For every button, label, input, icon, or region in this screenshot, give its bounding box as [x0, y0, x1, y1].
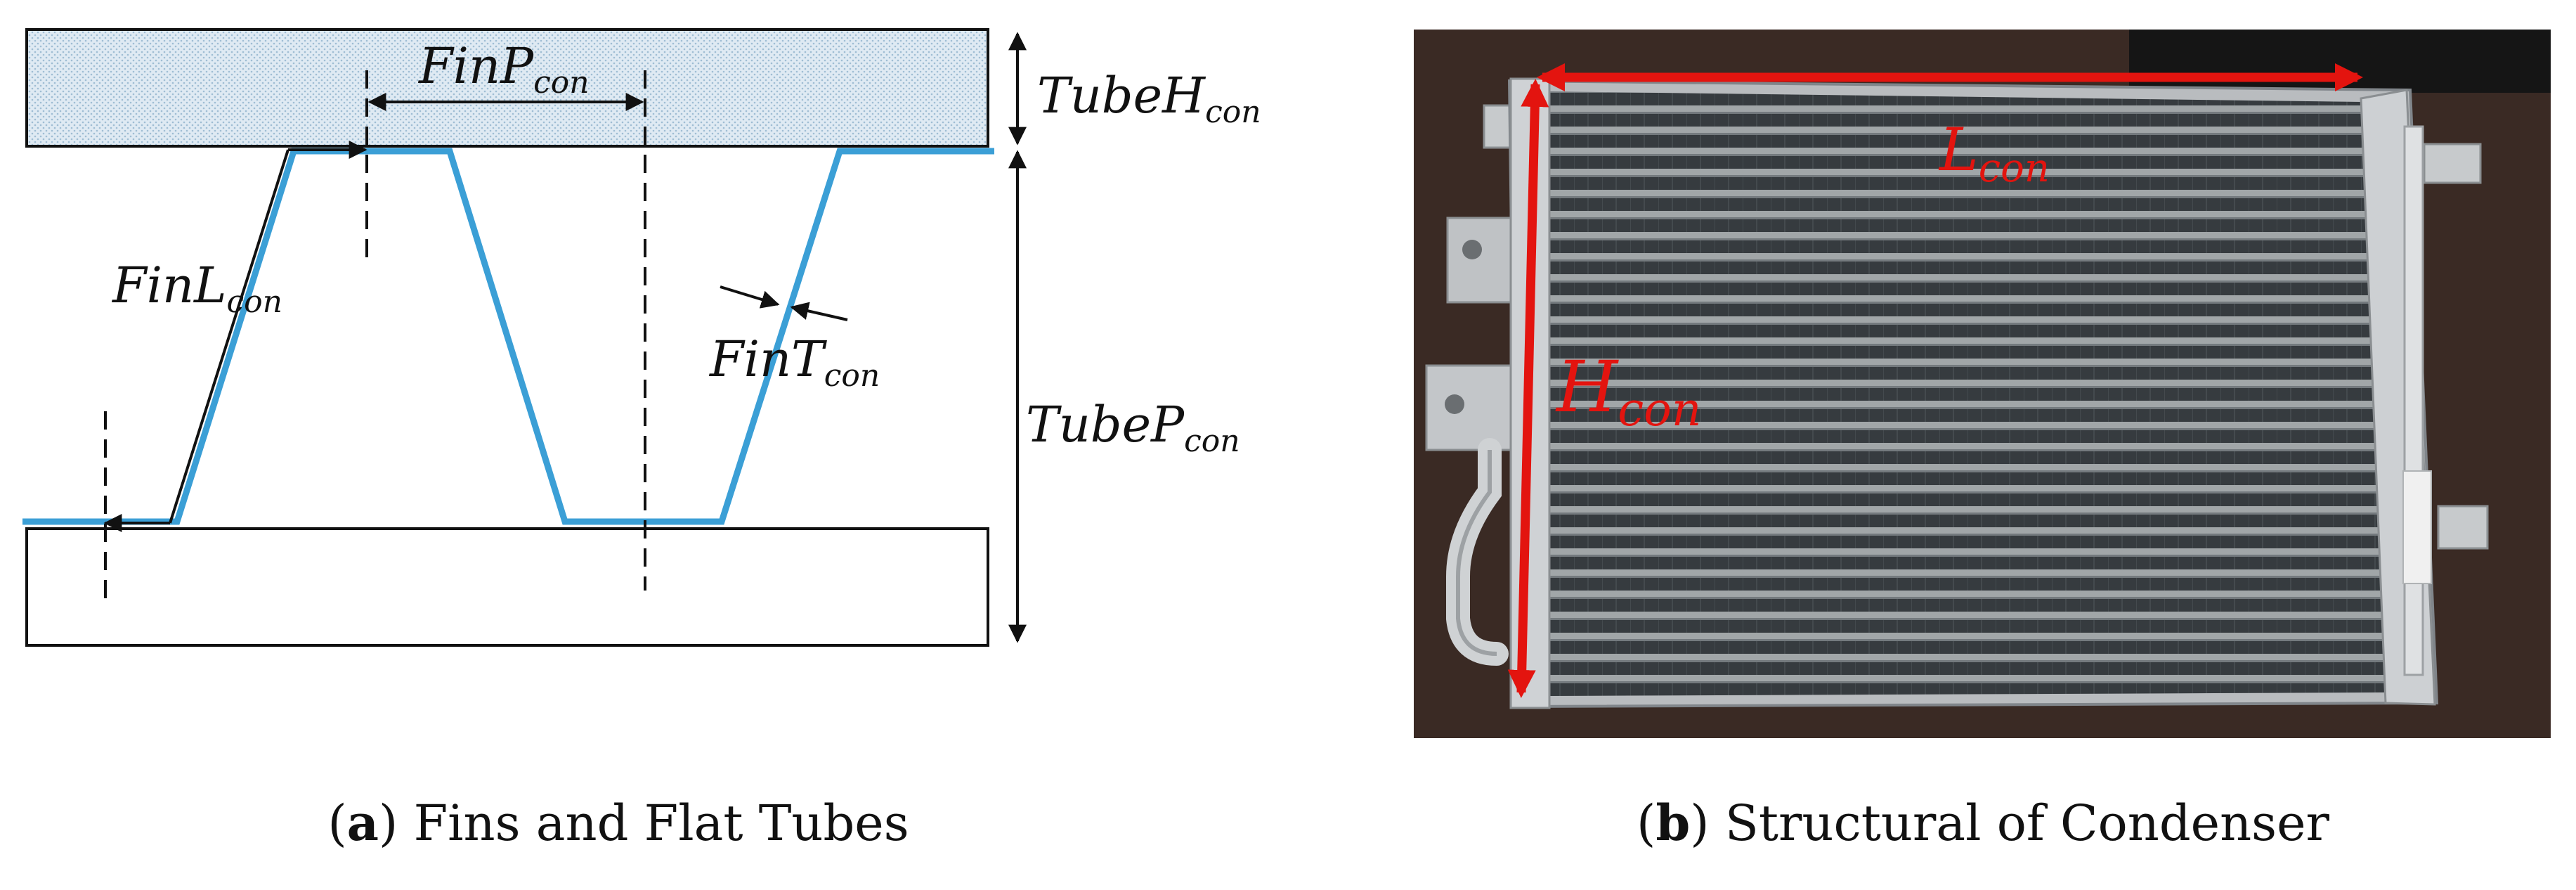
fin-length-dimension-line [169, 149, 290, 524]
photo-dark-object [2129, 30, 2551, 93]
height-label: Hcon [1555, 346, 1701, 437]
receiver-drier [2403, 125, 2424, 676]
tube-pitch-label: TubePcon [1026, 396, 1240, 459]
height-arrow [1507, 79, 1549, 698]
caption-a: (a) Fins and Flat Tubes [327, 794, 909, 852]
fin-thickness-label: FinTcon [708, 330, 880, 394]
fin-length-label: FinLcon [111, 257, 282, 320]
label-sticker [2402, 470, 2432, 584]
right-brackets [2423, 143, 2489, 550]
tube-height-label: TubeHcon [1037, 67, 1261, 130]
fin-thickness-arrow-right [790, 302, 848, 321]
top-flat-tube [25, 28, 989, 148]
caption-b: (b) Structural of Condenser [1637, 794, 2329, 852]
fin-thickness-arrow-left [720, 285, 780, 309]
condenser-core [1549, 91, 2386, 696]
panel-b-photo: Lcon Hcon (b) Structural of Condenser [1414, 30, 2551, 852]
fin-pitch-label: FinPcon [417, 37, 590, 101]
bottom-flat-tube [25, 527, 989, 647]
length-label: Lcon [1938, 115, 2050, 191]
fin-profile [22, 148, 994, 525]
panel-a-diagram: FinPcon TubeHcon FinLcon FinTcon TubePco… [22, 28, 1261, 852]
